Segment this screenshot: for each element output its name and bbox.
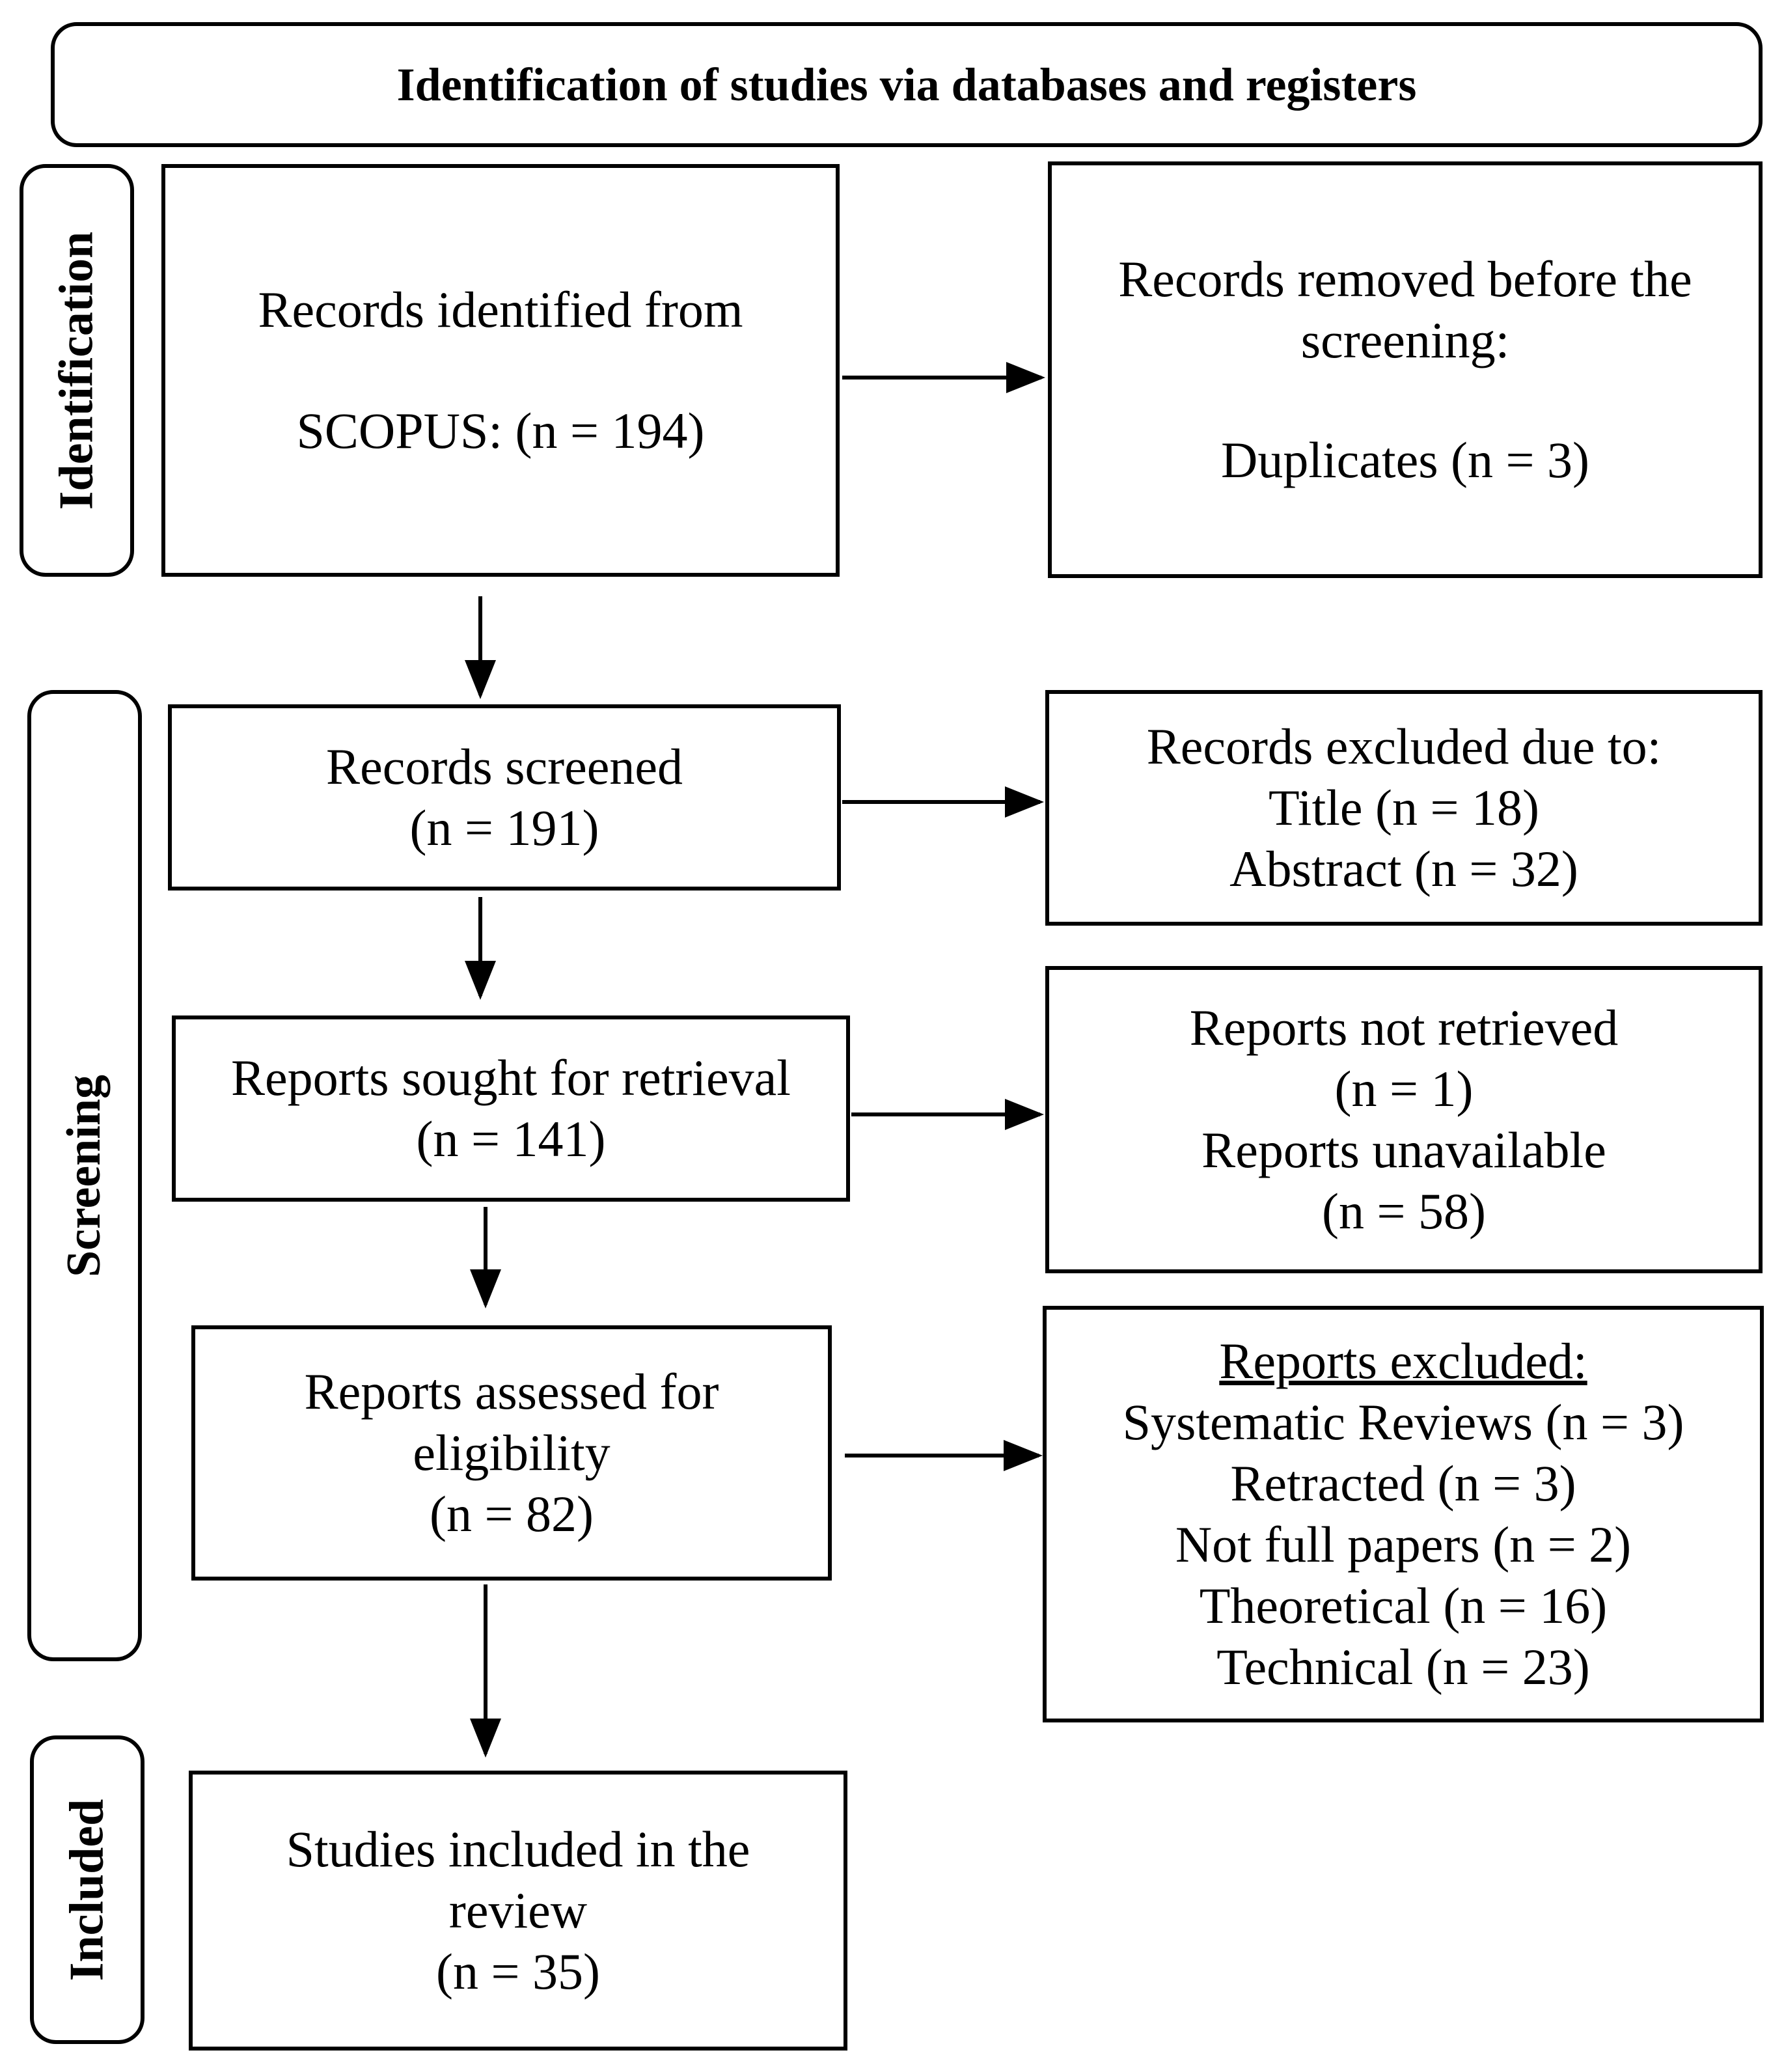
reports-sought-line-1: Reports sought for retrieval — [231, 1049, 791, 1106]
studies-included-line-3: (n = 35) — [436, 1943, 600, 2000]
records-removed-box: Records removed before the screening: Du… — [1048, 161, 1763, 578]
reports-assessed-line-1: Reports assessed for — [304, 1363, 719, 1420]
studies-included-line-1: Studies included in the — [286, 1821, 750, 1877]
reports-excluded-box: Reports excluded: Systematic Reviews (n … — [1043, 1306, 1764, 1722]
reports-assessed-box: Reports assessed for eligibility (n = 82… — [191, 1325, 832, 1581]
reports-excluded-item: Retracted (n = 3) — [1230, 1455, 1576, 1512]
records-identified-line-2: SCOPUS: (n = 194) — [296, 402, 705, 459]
flow-title-box: Identification of studies via databases … — [51, 22, 1763, 147]
reports-excluded-item: Technical (n = 23) — [1216, 1638, 1590, 1695]
reports-excluded-item: Theoretical (n = 16) — [1199, 1577, 1608, 1634]
records-removed-line-2: screening: — [1300, 312, 1510, 368]
reports-not-retrieved-line-2: (n = 1) — [1334, 1060, 1474, 1117]
records-excluded-box: Records excluded due to: Title (n = 18) … — [1045, 690, 1763, 926]
reports-not-retrieved-line-4: (n = 58) — [1322, 1183, 1486, 1239]
reports-not-retrieved-line-3: Reports unavailable — [1201, 1122, 1606, 1178]
records-removed-line-1: Records removed before the — [1118, 251, 1692, 307]
reports-not-retrieved-box: Reports not retrieved (n = 1) Reports un… — [1045, 966, 1763, 1273]
records-excluded-line-2: Title (n = 18) — [1269, 779, 1539, 836]
records-screened-box: Records screened (n = 191) — [168, 704, 841, 891]
records-identified-box: Records identified from SCOPUS: (n = 194… — [161, 164, 840, 577]
records-screened-line-2: (n = 191) — [409, 799, 599, 856]
reports-assessed-line-3: (n = 82) — [430, 1485, 594, 1542]
phase-included: Included — [30, 1735, 144, 2044]
reports-excluded-item: Not full papers (n = 2) — [1175, 1516, 1632, 1573]
records-identified-line-1: Records identified from — [258, 281, 743, 338]
reports-excluded-heading: Reports excluded: — [1219, 1333, 1587, 1389]
phase-screening: Screening — [27, 690, 142, 1661]
records-removed-line-3: Duplicates (n = 3) — [1221, 432, 1589, 488]
records-screened-line-1: Records screened — [326, 738, 683, 795]
records-excluded-line-3: Abstract (n = 32) — [1229, 840, 1578, 897]
reports-excluded-item: Systematic Reviews (n = 3) — [1122, 1394, 1684, 1450]
records-excluded-line-1: Records excluded due to: — [1146, 718, 1662, 775]
flow-title: Identification of studies via databases … — [396, 58, 1417, 111]
studies-included-line-2: review — [448, 1882, 588, 1939]
studies-included-box: Studies included in the review (n = 35) — [189, 1771, 847, 2051]
reports-not-retrieved-line-1: Reports not retrieved — [1189, 999, 1619, 1056]
reports-sought-box: Reports sought for retrieval (n = 141) — [172, 1015, 850, 1202]
reports-sought-line-2: (n = 141) — [416, 1111, 606, 1167]
phase-identification: Identification — [20, 164, 134, 577]
reports-assessed-line-2: eligibility — [413, 1424, 611, 1481]
